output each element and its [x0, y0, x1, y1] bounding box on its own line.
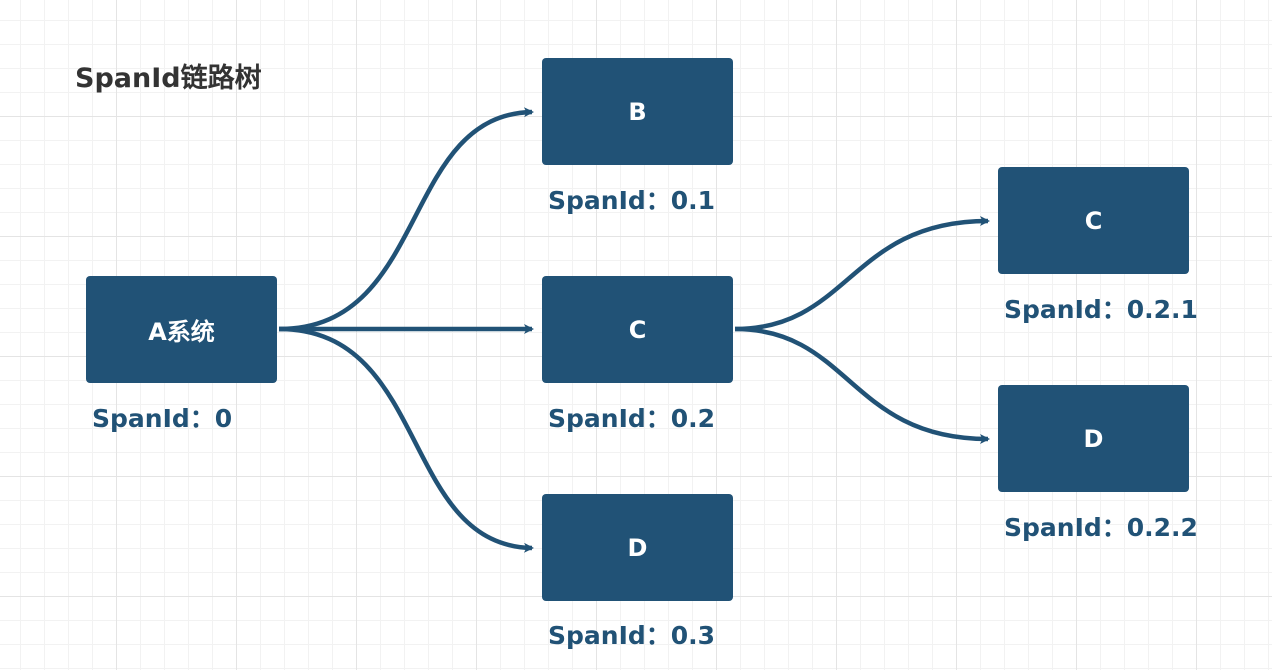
span-label-d: SpanId：0.3 — [548, 621, 716, 650]
span-label-b: SpanId：0.1 — [548, 186, 716, 215]
node-b: B — [542, 58, 733, 165]
edge-a-to-b — [278, 107, 534, 332]
edge-c-to-c2 — [734, 216, 990, 332]
node-a-label: A系统 — [148, 318, 215, 346]
node-d2: D — [998, 385, 1189, 492]
node-d2-label: D — [1083, 424, 1104, 453]
edge-c-to-d2 — [734, 326, 990, 444]
node-d: D — [542, 494, 733, 601]
node-a: A系统 — [86, 276, 277, 383]
node-c-label: C — [628, 315, 647, 344]
span-label-a: SpanId：0 — [92, 404, 233, 433]
span-label-d2: SpanId：0.2.2 — [1004, 513, 1198, 542]
node-c: C — [542, 276, 733, 383]
node-d-label: D — [627, 533, 648, 562]
span-label-c2: SpanId：0.2.1 — [1004, 295, 1198, 324]
node-b-label: B — [628, 97, 647, 126]
node-c2: C — [998, 167, 1189, 274]
diagram-title: SpanId链路树 — [75, 63, 262, 94]
edge-a-to-d — [278, 326, 534, 553]
span-label-c: SpanId：0.2 — [548, 404, 716, 433]
node-c2-label: C — [1084, 206, 1103, 235]
